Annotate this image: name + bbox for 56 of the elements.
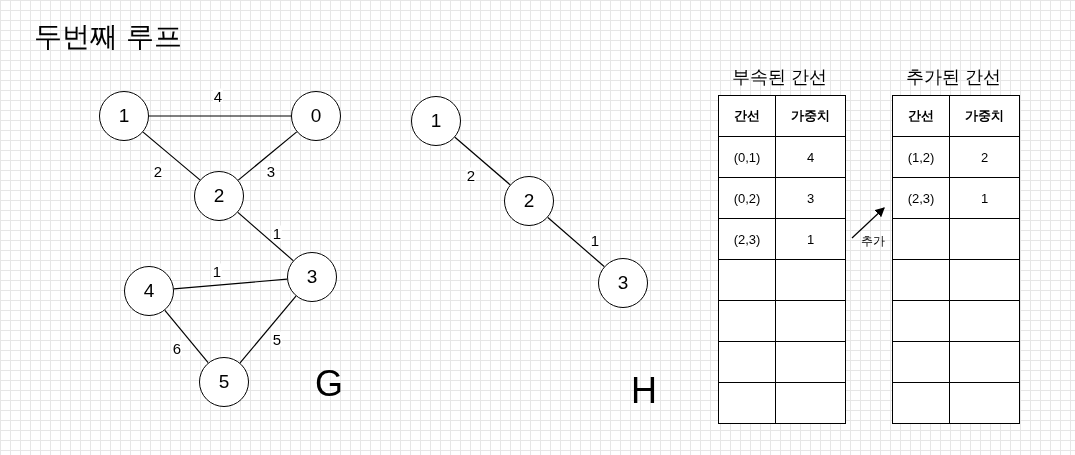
graph-node xyxy=(199,357,249,407)
graph-name: G xyxy=(315,366,343,402)
table-cell: 3 xyxy=(775,177,846,219)
graph-node xyxy=(99,91,149,141)
table-cell: 1 xyxy=(949,177,1020,219)
table-caption: 추가된 간선 xyxy=(906,68,1002,86)
edge-line xyxy=(142,131,201,181)
table-header: 가중치 xyxy=(949,95,1020,137)
edge-line xyxy=(547,216,605,268)
graph-node xyxy=(291,91,341,141)
edge-line xyxy=(239,295,297,364)
edge-label: 1 xyxy=(211,263,223,279)
arrow-label: 추가 xyxy=(861,235,885,247)
graph-node xyxy=(124,266,174,316)
edge-line xyxy=(173,278,288,290)
node-label: 3 xyxy=(306,266,318,288)
edge-label: 6 xyxy=(171,340,183,356)
table-header: 간선 xyxy=(892,95,950,137)
node-label: 2 xyxy=(213,185,225,207)
graph-node xyxy=(287,252,337,302)
node-label: 1 xyxy=(430,110,442,132)
table-cell: 1 xyxy=(775,218,846,260)
edge-label: 5 xyxy=(271,331,283,347)
table-cell: (0,2) xyxy=(718,177,776,219)
node-label: 3 xyxy=(617,272,629,294)
edge-label: 1 xyxy=(271,225,283,241)
graph-node xyxy=(504,176,554,226)
edge-label: 2 xyxy=(465,167,477,183)
edge-line xyxy=(164,309,209,364)
edge-line xyxy=(454,136,511,186)
table-cell: (2,3) xyxy=(892,177,950,219)
node-label: 2 xyxy=(523,190,535,212)
node-label: 5 xyxy=(218,371,230,393)
table-cell: 4 xyxy=(775,136,846,178)
edge-line xyxy=(237,211,294,262)
table-header: 가중치 xyxy=(775,95,846,137)
edge-label: 1 xyxy=(589,232,601,248)
edge-label: 4 xyxy=(212,88,224,104)
table-cell: (1,2) xyxy=(892,136,950,178)
table-cell: (0,1) xyxy=(718,136,776,178)
node-label: 4 xyxy=(143,280,155,302)
graph-node xyxy=(411,96,461,146)
edge-label: 2 xyxy=(152,163,164,179)
title: 두번째 루프 xyxy=(34,20,182,54)
graph-node xyxy=(194,171,244,221)
table-cell: (2,3) xyxy=(718,218,776,260)
table-header: 간선 xyxy=(718,95,776,137)
graph-name: H xyxy=(631,373,657,409)
node-label: 0 xyxy=(310,105,322,127)
edge-line xyxy=(237,131,298,181)
graph-node xyxy=(598,258,648,308)
edge-line xyxy=(148,115,292,117)
table-cell: 2 xyxy=(949,136,1020,178)
edge-label: 3 xyxy=(265,163,277,179)
table-caption: 부속된 간선 xyxy=(732,68,828,86)
node-label: 1 xyxy=(118,105,130,127)
